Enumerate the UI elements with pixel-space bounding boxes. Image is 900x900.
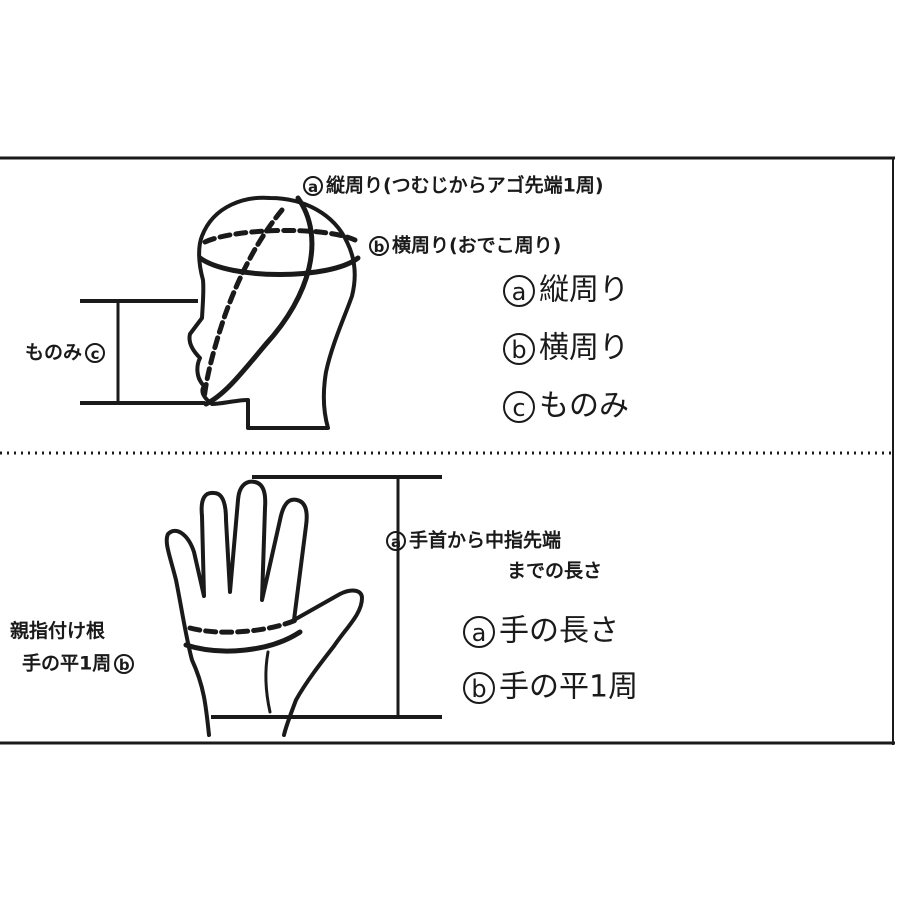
legend-circle-a: a	[503, 275, 535, 307]
hand-legend-text-a: 手の長さ	[499, 613, 619, 649]
hand-length-dimension	[211, 475, 442, 719]
monomi-annotation-text: ものみ	[25, 341, 83, 364]
circle-a-badge: a	[303, 176, 323, 196]
legend-circle-c: c	[503, 391, 535, 423]
hand-legend-text-b: 手の平1周	[499, 669, 639, 705]
palm-circumference-solid	[183, 629, 303, 654]
vertical-circumference-solid	[203, 195, 315, 407]
horizontal-circumference-dashed	[202, 227, 358, 245]
hand-legend-circle-a: a	[463, 616, 495, 648]
palm-annotation-line1: 親指付け根	[10, 620, 106, 642]
palm-circumference-dashed	[187, 617, 299, 635]
palm-annotation-line2: 手の平1周	[22, 652, 112, 675]
head-legend-text-b: 横周り	[539, 330, 629, 366]
horizontal-circumference-solid	[197, 255, 361, 277]
head-legend-text-c: ものみ	[539, 388, 629, 424]
head-legend-text-a: 縦周り	[539, 272, 629, 308]
hand-circle-a-badge: a	[386, 531, 406, 551]
hand-length-annotation-line1: 手首から中指先端	[409, 529, 562, 552]
hand-length-annotation-line2: までの長さ	[507, 560, 603, 582]
horizontal-circumference-annotation-text: 横周り(おでこ周り)	[392, 234, 562, 257]
monomi-dimension	[80, 299, 205, 405]
circle-c-badge: c	[85, 343, 106, 363]
circle-b-badge: b	[369, 236, 389, 256]
thumb-crease	[264, 650, 272, 714]
head-illustration	[187, 195, 361, 430]
hand-circle-b-badge: b	[114, 654, 135, 674]
hand-legend-circle-b: b	[463, 672, 495, 704]
legend-circle-b: b	[503, 333, 535, 365]
vertical-circumference-annotation-text: 縦周り(つむじからアゴ先端1周)	[326, 174, 604, 197]
hand-illustration	[164, 479, 364, 737]
vertical-circumference-dashed	[201, 207, 285, 403]
hand-outline	[164, 479, 364, 737]
